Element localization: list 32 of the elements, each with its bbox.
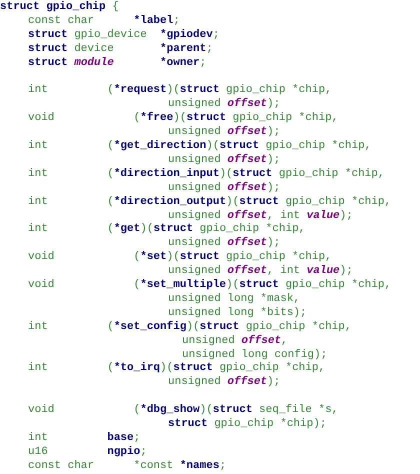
- code-line: void (*dbg_show)(struct seq_file *s,: [28, 403, 338, 418]
- code-line: unsigned long *bits);: [168, 306, 307, 320]
- code-line: void (*set)(struct gpio_chip *chip,: [28, 250, 332, 264]
- code-line: unsigned long *mask,: [168, 292, 300, 306]
- code-line: struct device *parent;: [28, 42, 213, 56]
- code-line: u16 ngpio;: [28, 444, 147, 459]
- code-line: struct module *owner;: [28, 56, 206, 70]
- code-line: int (*direction_output)(struct gpio_chip *chip,: [28, 194, 392, 209]
- code-line: int (*request)(struct gpio_chip *chip,: [28, 83, 332, 98]
- code-line: int base;: [28, 430, 140, 445]
- code-line: void (*set_multiple)(struct gpio_chip *chip,: [28, 278, 392, 292]
- code-line: struct gpio_device *gpiodev;: [28, 28, 220, 42]
- code-line: int (*set_config)(struct gpio_chip *chip,: [28, 320, 352, 334]
- code-line: int (*to_irq)(struct gpio_chip *chip,: [28, 361, 326, 376]
- code-line: int (*direction_input)(struct gpio_chip *chip,: [28, 166, 384, 181]
- code-line: unsigned offset);: [168, 180, 280, 195]
- code-line: unsigned offset,: [182, 334, 288, 348]
- code-line: unsigned offset);: [168, 152, 280, 167]
- code-line: unsigned offset, int value);: [168, 208, 353, 222]
- code-line: void (*free)(struct gpio_chip *chip,: [28, 111, 338, 126]
- code-line: int (*get)(struct gpio_chip *chip,: [28, 222, 306, 236]
- code-line: unsigned offset);: [168, 97, 280, 112]
- code-line: int (*get_direction)(struct gpio_chip *chip,: [28, 139, 372, 153]
- code-line: unsigned offset);: [168, 375, 280, 390]
- code-line: unsigned offset);: [168, 236, 280, 250]
- code-line: struct gpio_chip *chip);: [168, 417, 326, 431]
- code-line: unsigned long config);: [182, 348, 328, 362]
- code-line: struct gpio_chip {: [0, 0, 119, 14]
- code-line: unsigned offset, int value);: [168, 264, 353, 278]
- code-line: const char *const *names;: [28, 458, 226, 473]
- code-line: const char *label;: [28, 14, 180, 28]
- code-line: unsigned offset);: [168, 125, 280, 140]
